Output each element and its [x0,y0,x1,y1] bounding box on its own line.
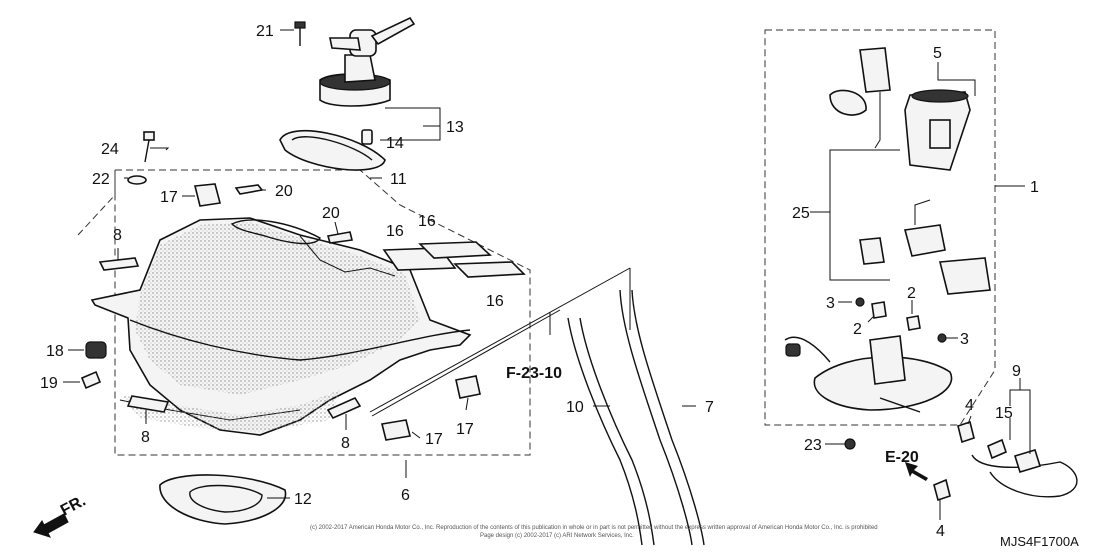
fuel-pump-base-plate [784,335,953,413]
callout-13: 13 [446,119,464,136]
callout-4-top: 4 [965,397,974,414]
pad-20-top [234,184,264,195]
pad-16-c [453,261,526,278]
washer-22 [127,175,147,185]
pad-17-right [455,375,481,399]
pad-8-low-left [126,395,170,413]
pump-group-dashed-box [764,29,996,426]
pad-8-low-mid [326,396,362,420]
fuel-pump-module-5 [904,89,971,171]
callout-11: 11 [390,171,407,188]
callout-8-low-mid: 8 [341,435,350,452]
pad-8-top [98,257,140,271]
pad-17-top [193,183,222,207]
callout-15: 15 [995,405,1013,422]
collar-19 [80,370,102,390]
hose-clamp-4 [933,420,975,502]
callout-4-bottom: 4 [936,523,945,540]
pad-20-mid [326,231,353,244]
hose-10 [567,317,655,546]
callout-1: 1 [1030,179,1039,196]
filler-gasket-11 [279,129,386,171]
callout-20-mid: 20 [322,205,340,222]
pad-17-bottom [381,419,411,441]
mounting-ring-12 [159,474,287,525]
callout-17-top: 17 [160,189,178,206]
callout-3-left: 3 [826,295,835,312]
filler-cap-assembly [294,16,416,145]
pad-16-b [418,241,492,259]
callout-17-bottom: 17 [425,431,443,448]
tank-group-dashed-left [77,170,116,236]
callout-10: 10 [566,399,584,416]
e20-arrow-icon [905,462,928,481]
callout-20-top: 20 [275,183,293,200]
ref-f-23-10: F-23-10 [506,365,562,382]
callout-16-b: 16 [386,223,404,240]
pressure-regulator [859,237,885,265]
callout-2-left: 2 [853,321,862,338]
pump-connector [829,47,891,149]
screw-3-right [937,333,947,343]
callout-24: 24 [101,141,119,158]
bolt-24 [143,131,155,163]
callout-21: 21 [256,23,274,40]
screw-3-left [855,297,865,307]
callout-22: 22 [92,171,110,188]
leader-lines [369,267,631,417]
callout-23: 23 [804,437,822,454]
fuel-tank [90,217,472,436]
callout-9: 9 [1012,363,1021,380]
copyright-line-2: Page design (c) 2002-2017 (c) ARI Networ… [480,533,634,539]
callout-2-right: 2 [907,285,916,302]
ref-e-20: E-20 [885,449,919,466]
callout-7: 7 [705,399,714,416]
nut-23 [844,438,856,450]
fuel-filter [903,199,946,257]
damper-18 [85,341,107,359]
front-direction-arrow-icon [33,513,69,538]
callout-leaders [63,29,1031,520]
callout-3-right: 3 [960,331,969,348]
callout-19: 19 [40,375,58,392]
callout-16-a: 16 [418,213,436,230]
clip-2-right [906,315,921,331]
callout-25: 25 [792,205,810,222]
callout-18: 18 [46,343,64,360]
callout-5: 5 [933,45,942,62]
clip-2-left [871,301,887,319]
pump-strainer [938,257,991,295]
callout-14: 14 [386,135,404,152]
callout-6: 6 [401,487,410,504]
fuel-line-9 [971,438,1078,498]
hose-7 [619,289,705,546]
callout-12: 12 [294,491,312,508]
copyright-line-1: (c) 2002-2017 American Honda Motor Co., … [310,525,878,531]
callout-16-c: 16 [486,293,504,310]
callout-8-low-left: 8 [141,429,150,446]
callout-8-top: 8 [113,227,122,244]
diagram-code: MJS4F1700A [1000,534,1079,549]
callout-17-right: 17 [456,421,474,438]
